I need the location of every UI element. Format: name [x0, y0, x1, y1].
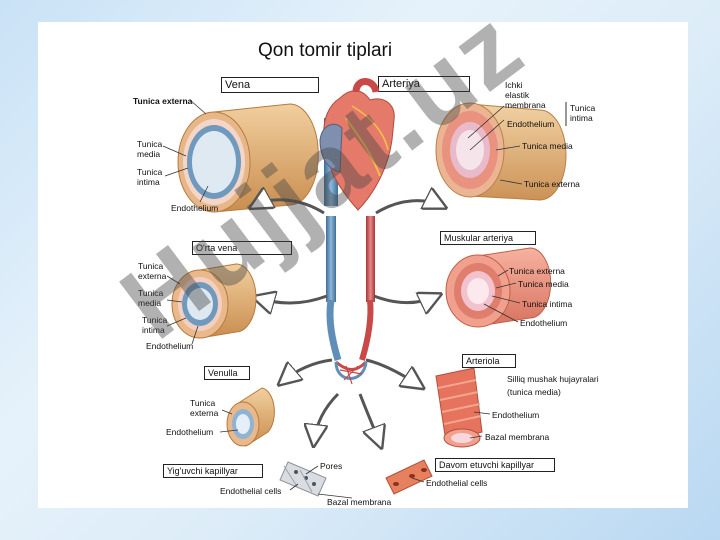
medium-vein-tunica-media-label: Tunica media [138, 288, 164, 308]
venule-tunica-externa-label: Tunica externa [190, 398, 219, 418]
medium-vein-drawing [171, 263, 257, 339]
leader-lines [162, 99, 523, 499]
collecting-capillary-drawing [279, 461, 327, 497]
muscular-artery-endothelium-label: Endothelium [520, 318, 568, 328]
medium-vein-endothelium-label: Endothelium [146, 341, 194, 351]
continuous-capillary-header: Davom etuvchi kapillyar [435, 458, 555, 472]
continuous-capillary-endothelial-cells-label: Endothelial cells [426, 478, 488, 488]
muscular-artery-header: Muskular arteriya [440, 231, 536, 245]
heart-drawing [319, 78, 395, 211]
collecting-capillary-bazal-membrana-label: Bazal membrana [327, 497, 392, 507]
arteriole-bazal-membrana-label: Bazal membrana [485, 432, 550, 442]
vein-tunica-media-label: Tunica media [137, 139, 163, 159]
vena-header: Vena [221, 77, 319, 93]
venule-header: Venulla [204, 366, 250, 380]
collecting-capillary-endothelial-cells-label: Endothelial cells [220, 486, 282, 496]
muscular-artery-tunica-intima-label: Tunica intima [522, 299, 573, 309]
artery-tunica-externa-label: Tunica externa [524, 179, 580, 189]
arteriya-header: Arteriya [378, 76, 470, 92]
continuous-capillary-drawing [385, 459, 433, 495]
collecting-capillary-header: Yig'uvchi kapillyar [163, 464, 263, 478]
large-vein-drawing [177, 103, 319, 213]
vein-endothelium-label: Endothelium [171, 203, 219, 213]
medium-vein-header: O'rta vena [192, 241, 292, 255]
muscular-artery-tunica-media-label: Tunica media [518, 279, 569, 289]
arteriole-endothelium-label: Endothelium [492, 410, 540, 420]
medium-vein-tunica-externa-label: Tunica externa [138, 261, 167, 281]
medium-vein-tunica-intima-label: Tunica intima [142, 315, 168, 335]
artery-tunica-intima-label: Tunica intima [570, 103, 596, 123]
collecting-capillary-pores-label: Pores [320, 461, 343, 471]
vessel-tree [326, 216, 375, 385]
venule-endothelium-label: Endothelium [166, 427, 214, 437]
arrows [254, 200, 442, 444]
venule-drawing [226, 387, 275, 447]
artery-ichki-elastik-label: Ichki elastik membrana [505, 80, 546, 110]
slide-title: Qon tomir tiplari [258, 40, 393, 61]
arteriole-drawing [435, 367, 483, 448]
vein-tunica-externa-label: Tunica externa [133, 96, 193, 106]
arteriole-smooth-muscle-label: Silliq mushak hujayralari (tunica media) [507, 374, 599, 397]
artery-endothelium-label: Endothelium [507, 119, 555, 129]
muscular-artery-tunica-externa-label: Tunica externa [509, 266, 565, 276]
vein-tunica-intima-label: Tunica intima [137, 167, 163, 187]
artery-tunica-media-label: Tunica media [522, 141, 573, 151]
arteriole-header: Arteriola [462, 354, 516, 368]
